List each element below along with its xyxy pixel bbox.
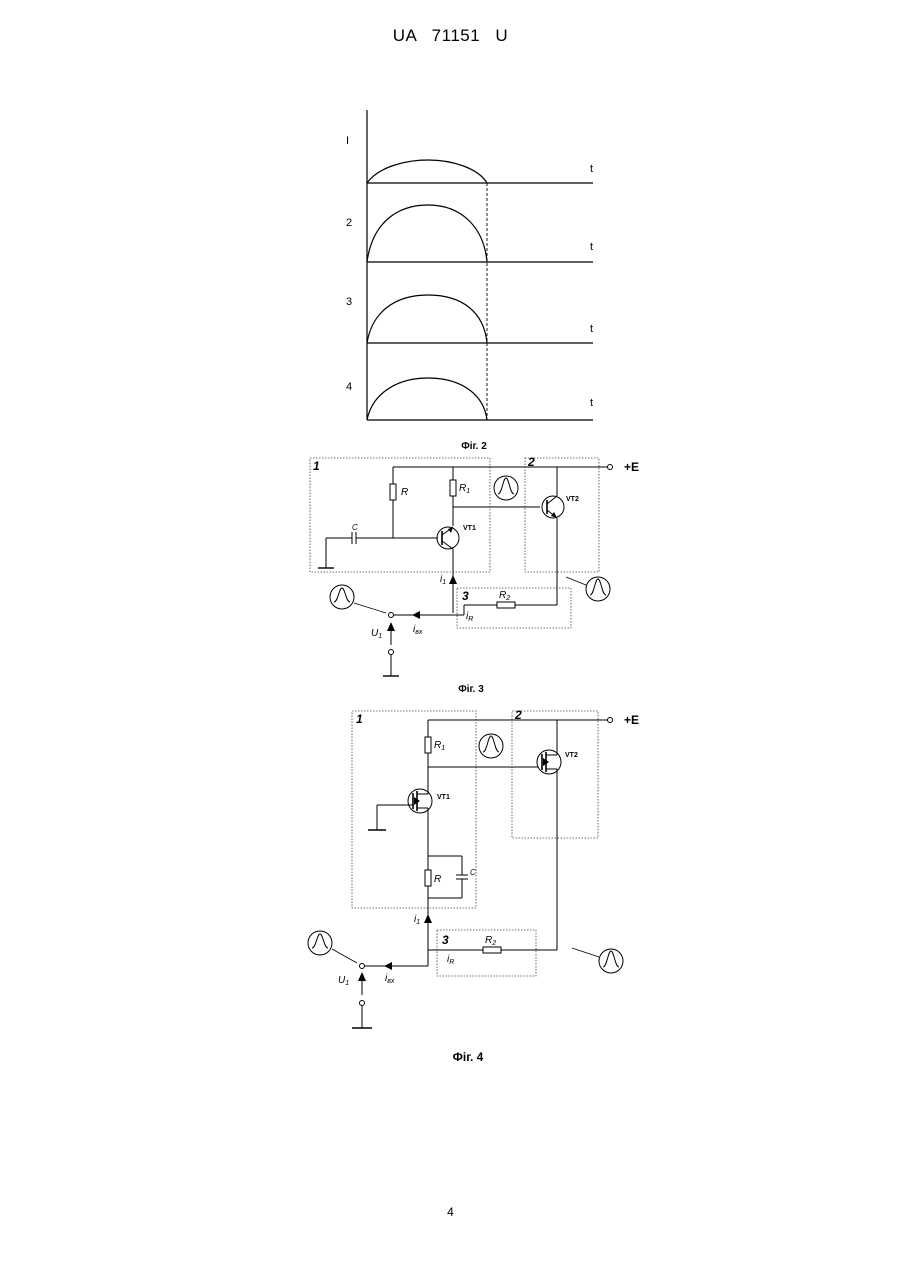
- fig4-block-2-label: 2: [514, 708, 522, 722]
- fig4-block-2: [512, 711, 598, 838]
- fig4-R1-label: R1: [434, 740, 445, 752]
- fig4-block-3-label: 3: [442, 933, 449, 947]
- fig4-iin-label: iвх: [385, 973, 395, 985]
- fig4-VT2-label: VT2: [565, 752, 578, 759]
- figure-4-caption: Фіг. 4: [453, 1050, 484, 1064]
- fig4-VT1-label: VT1: [437, 794, 450, 801]
- fig4-supply-label: +E: [624, 713, 639, 727]
- page-number: 4: [0, 1205, 901, 1219]
- fig4-R-label: R: [434, 874, 441, 885]
- fig4-C-label: C: [470, 868, 476, 877]
- fig4-R2-label: R2: [485, 935, 496, 947]
- fig4-U1-label: U1: [338, 975, 349, 987]
- fig4-pulse-indicator-top: [479, 734, 503, 758]
- fig4-block-1: [352, 711, 476, 908]
- fig4-pulse-indicator-right: [599, 949, 623, 973]
- fig4-block-1-label: 1: [356, 712, 363, 726]
- fig4-i1-label: i1: [414, 914, 420, 926]
- fig4-pulse-indicator-input: [308, 931, 332, 955]
- fig4-iR-label: iR: [447, 954, 454, 966]
